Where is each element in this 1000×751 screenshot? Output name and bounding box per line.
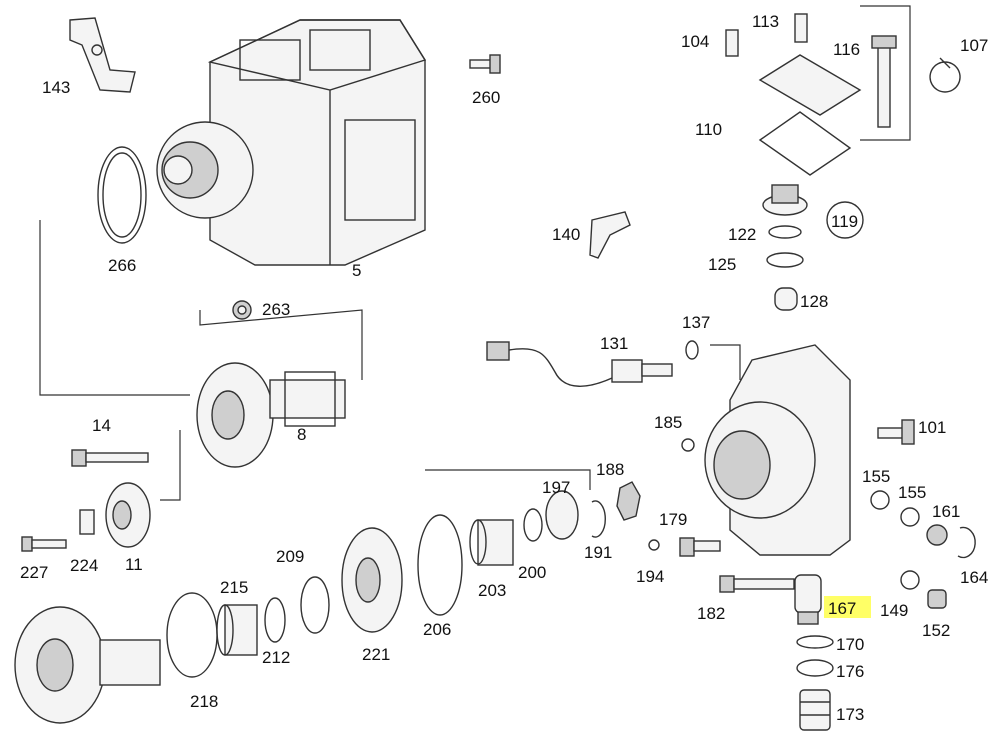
washer-224[interactable] xyxy=(79,509,95,535)
valve-167[interactable] xyxy=(794,574,822,625)
label-110: 110 xyxy=(695,120,722,139)
o-ring-218[interactable] xyxy=(166,592,218,678)
label-218: 218 xyxy=(190,692,218,711)
seal-170[interactable] xyxy=(796,635,834,649)
label-224: 224 xyxy=(70,556,98,575)
long-bolt-182[interactable] xyxy=(719,575,795,593)
label-191: 191 xyxy=(584,543,612,562)
label-143: 143 xyxy=(42,78,70,97)
lower-gear-shaft[interactable] xyxy=(14,606,161,724)
screw-227[interactable] xyxy=(21,536,67,552)
label-206: 206 xyxy=(423,620,451,639)
washer-155a[interactable] xyxy=(870,490,890,510)
ring-176[interactable] xyxy=(796,659,834,677)
label-182: 182 xyxy=(697,604,725,623)
o-ring-206[interactable] xyxy=(417,514,463,616)
bearing-197[interactable] xyxy=(545,490,579,540)
label-140: 140 xyxy=(552,225,580,244)
circlip-191[interactable] xyxy=(591,500,606,538)
label-116: 116 xyxy=(833,40,860,59)
plug-152[interactable] xyxy=(927,589,947,609)
label-197: 197 xyxy=(542,478,570,497)
label-260: 260 xyxy=(472,88,500,107)
label-164: 164 xyxy=(960,568,988,587)
ring-161[interactable] xyxy=(926,524,948,546)
label-263: 263 xyxy=(262,300,290,319)
label-8: 8 xyxy=(297,425,306,444)
label-203: 203 xyxy=(478,581,506,600)
label-227: 227 xyxy=(20,563,48,582)
pump-housing[interactable] xyxy=(156,19,427,266)
label-119: 119 xyxy=(831,212,858,231)
label-173: 173 xyxy=(836,705,864,724)
ring-212[interactable] xyxy=(264,597,286,643)
label-194: 194 xyxy=(636,567,664,586)
o-ring-137[interactable] xyxy=(685,340,699,360)
label-155a: 155 xyxy=(862,467,890,486)
label-179: 179 xyxy=(659,510,687,529)
governor-housing[interactable] xyxy=(704,344,851,556)
label-122: 122 xyxy=(728,225,756,244)
label-167: 167 xyxy=(828,599,856,618)
spring-173[interactable] xyxy=(799,689,831,731)
label-221: 221 xyxy=(362,645,390,664)
washer-149[interactable] xyxy=(900,570,920,590)
label-155b: 155 xyxy=(898,483,926,502)
gear-11[interactable] xyxy=(105,482,151,548)
bracket-143[interactable] xyxy=(69,17,136,93)
bolt-101[interactable] xyxy=(877,419,915,445)
drive-shaft-8[interactable] xyxy=(196,362,346,468)
bolt-260[interactable] xyxy=(469,54,501,74)
label-14: 14 xyxy=(92,416,111,435)
label-125: 125 xyxy=(708,255,736,274)
speed-sensor-131[interactable] xyxy=(486,341,673,387)
label-137: 137 xyxy=(682,313,710,332)
needle-bearing-215[interactable] xyxy=(216,604,258,656)
label-152: 152 xyxy=(922,621,950,640)
label-266: 266 xyxy=(108,256,136,275)
label-11: 11 xyxy=(125,555,143,574)
label-200: 200 xyxy=(518,563,546,582)
label-128: 128 xyxy=(800,292,828,311)
label-209: 209 xyxy=(276,547,304,566)
highlight-167 xyxy=(824,596,871,618)
label-104: 104 xyxy=(681,32,709,51)
sleeve-203[interactable] xyxy=(469,519,514,566)
cover-plate-group[interactable] xyxy=(725,13,961,176)
label-170: 170 xyxy=(836,635,864,654)
bolt-179[interactable] xyxy=(679,537,721,557)
valve-group-119[interactable] xyxy=(762,184,864,311)
o-ring-185[interactable] xyxy=(681,438,695,452)
label-212: 212 xyxy=(262,648,290,667)
seal-194[interactable] xyxy=(648,539,660,551)
bracket-140[interactable] xyxy=(589,211,631,259)
label-5: 5 xyxy=(352,261,361,280)
label-113: 113 xyxy=(752,12,779,31)
washer-200[interactable] xyxy=(523,508,543,542)
label-149: 149 xyxy=(880,601,908,620)
label-188: 188 xyxy=(596,460,624,479)
ring-209[interactable] xyxy=(300,576,330,634)
label-161: 161 xyxy=(932,502,960,521)
helical-gear-221[interactable] xyxy=(341,527,403,633)
circlip-164[interactable] xyxy=(957,526,976,559)
label-107: 107 xyxy=(960,36,988,55)
label-215: 215 xyxy=(220,578,248,597)
label-101: 101 xyxy=(918,418,946,437)
seal-ring-266[interactable] xyxy=(97,146,147,244)
label-185: 185 xyxy=(654,413,682,432)
bolt-14[interactable] xyxy=(71,449,149,467)
nut-188[interactable] xyxy=(616,481,641,521)
label-131: 131 xyxy=(600,334,628,353)
label-176: 176 xyxy=(836,662,864,681)
washer-155b[interactable] xyxy=(900,507,920,527)
